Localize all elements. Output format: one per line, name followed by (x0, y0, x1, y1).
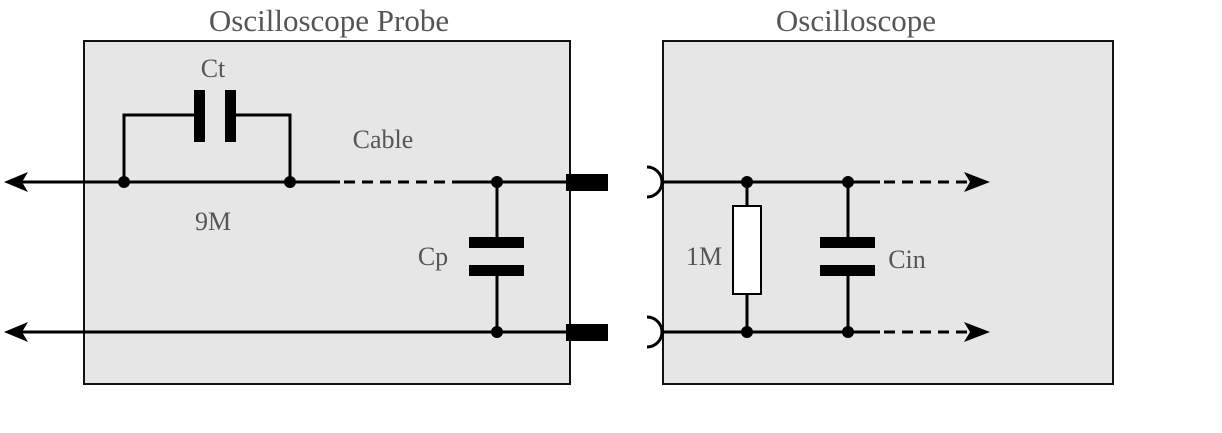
cin-plate-top (820, 237, 875, 248)
node-dot (741, 326, 753, 338)
cin-plate-bottom (820, 265, 875, 276)
bnc-pin-bottom (566, 324, 608, 341)
bnc-pin-top (566, 174, 608, 191)
bnc-socket-bottom (646, 315, 664, 349)
probe-title: Oscilloscope Probe (209, 3, 449, 38)
cp-label: Cp (418, 242, 448, 271)
ct-label: Ct (201, 54, 226, 83)
ct-plate-left (194, 90, 205, 142)
cp-plate-top (469, 237, 524, 248)
resistor-9m-label: 9M (195, 207, 231, 236)
cable-label: Cable (353, 125, 414, 154)
ct-plate-right (225, 90, 236, 142)
node-dot (284, 176, 296, 188)
arrow-right-top (964, 172, 990, 192)
resistor-1m-label: 1M (686, 242, 722, 271)
resistor-1m (732, 205, 762, 295)
cin-label: Cin (888, 245, 926, 274)
ct-bridge-wire-right (234, 113, 292, 182)
arrow-left-bottom (4, 322, 28, 342)
scope-title: Oscilloscope (776, 3, 936, 38)
arrow-right-bottom (964, 322, 990, 342)
node-dot (741, 176, 753, 188)
cp-plate-bottom (469, 265, 524, 276)
node-dot (842, 326, 854, 338)
ct-bridge-wire (122, 113, 196, 182)
node-dot (842, 176, 854, 188)
arrow-left-top (4, 172, 28, 192)
bnc-socket-top (646, 165, 664, 199)
probe-box (83, 40, 571, 385)
node-dot (118, 176, 130, 188)
